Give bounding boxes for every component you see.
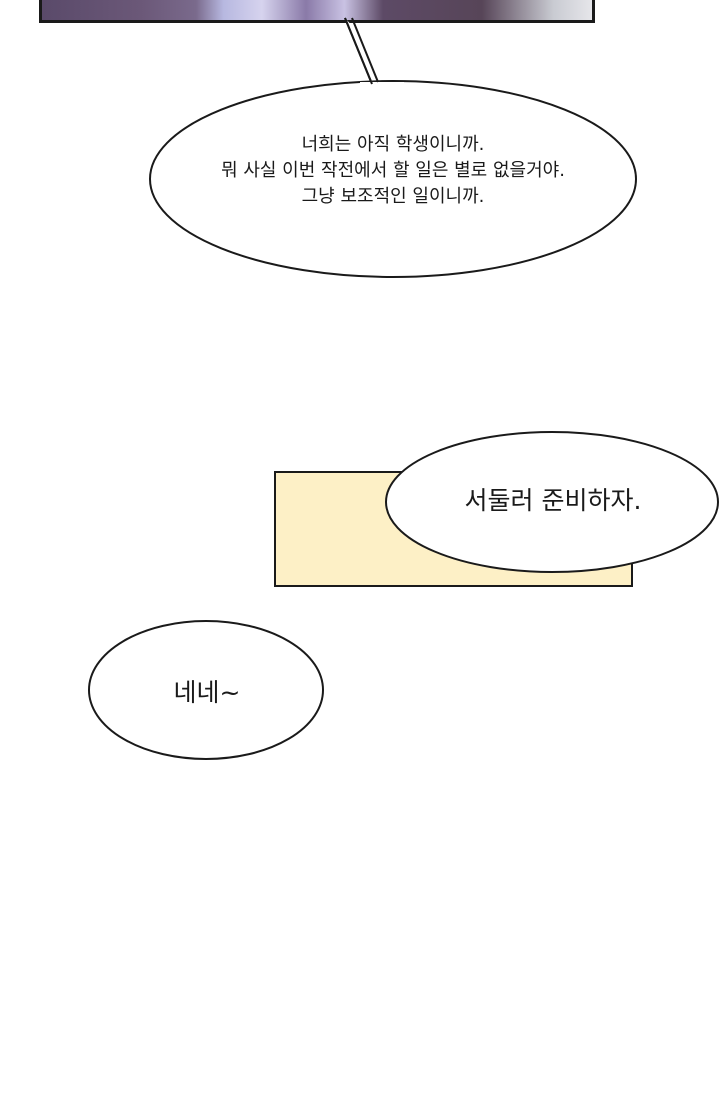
speech-bubble-1 xyxy=(149,80,637,278)
speech-bubble-1-text: 너희는 아직 학생이니까. 뭐 사실 이번 작전에서 할 일은 별로 없을거야.… xyxy=(221,134,565,207)
speech-bubble-2 xyxy=(385,431,719,573)
speech-bubble-3-text: 네네~ xyxy=(173,678,241,707)
top-panel-artwork xyxy=(39,0,595,23)
speech-bubble-2-text: 서둘러 준비하자. xyxy=(464,486,642,515)
speech-bubble-3 xyxy=(88,620,324,760)
